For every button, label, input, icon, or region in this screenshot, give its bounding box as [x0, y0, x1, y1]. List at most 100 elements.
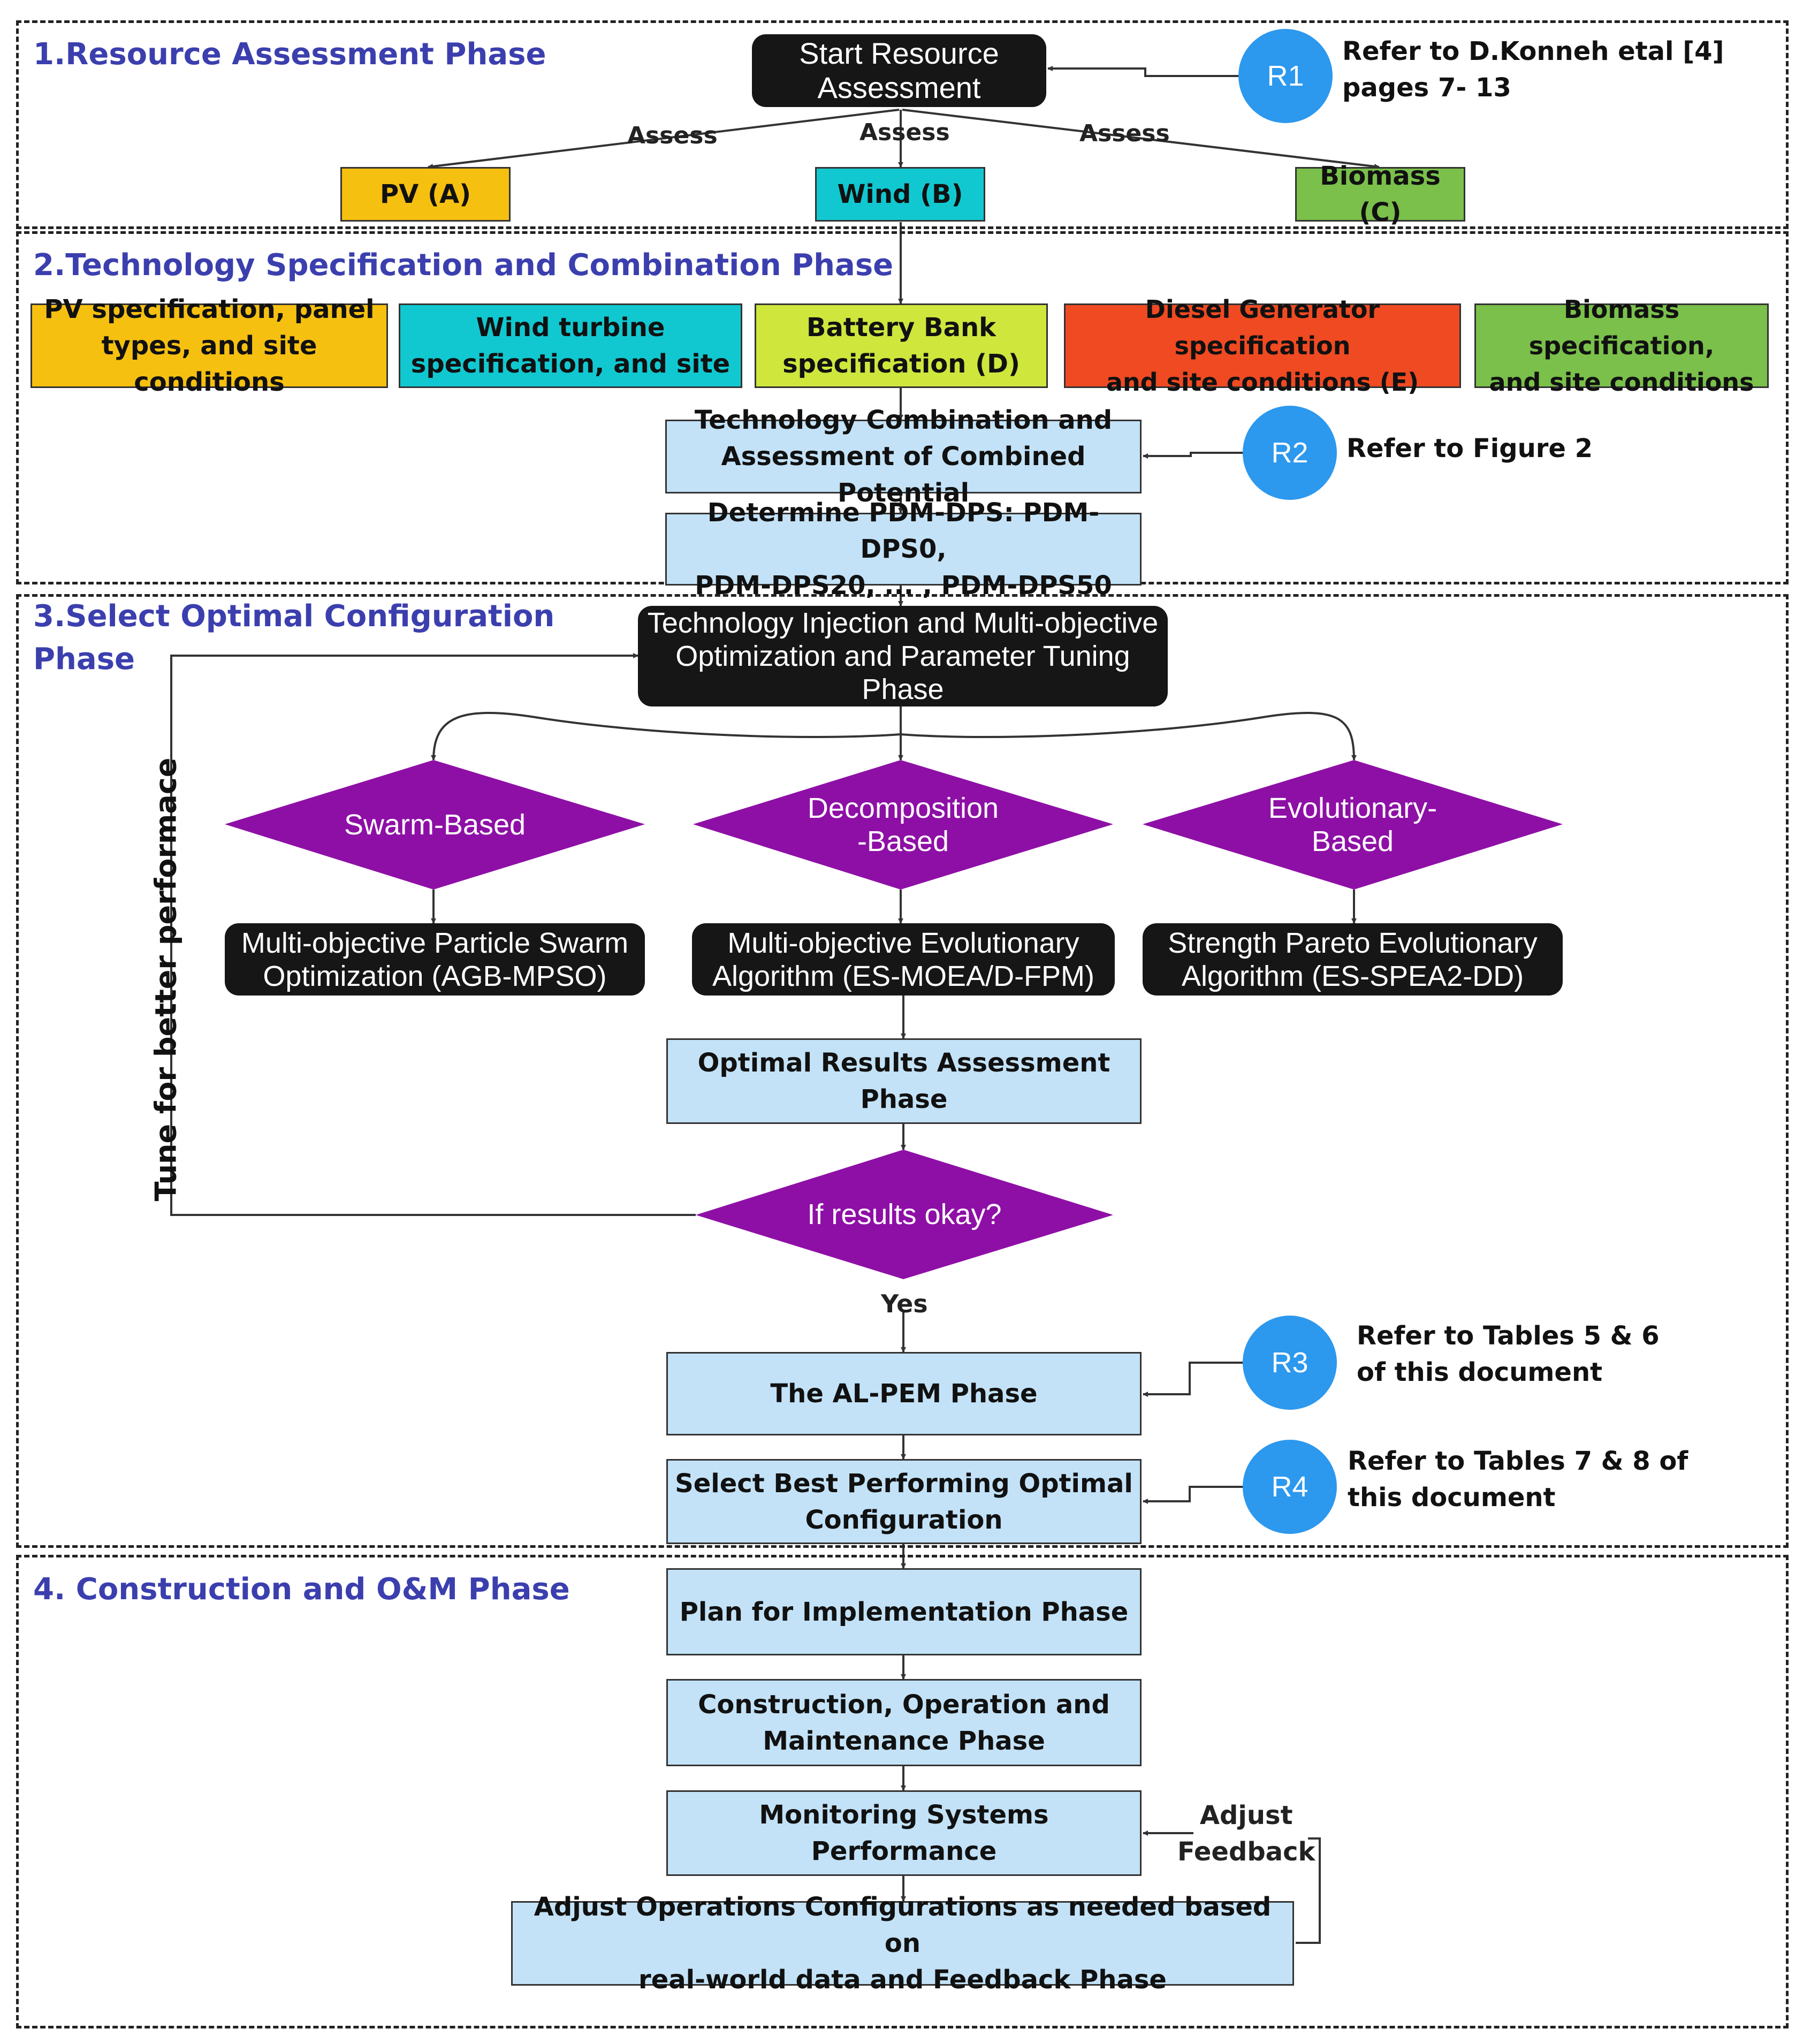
monitoring-performance-node: Monitoring Systems Performance — [666, 1790, 1142, 1876]
pdm-line1: Determine PDM-DPS: PDM-DPS0, — [707, 498, 1100, 564]
ref-r3-note: Refer to Tables 5 & 6 of this document — [1357, 1318, 1660, 1390]
feedback-line2: Feedback — [1177, 1837, 1315, 1867]
wind-spec-line2: specification, and site — [410, 349, 731, 379]
ref-r4-badge: R4 — [1243, 1440, 1337, 1534]
al-pem-node: The AL-PEM Phase — [666, 1352, 1142, 1435]
diesel-spec-line1: Diesel Generator specification — [1145, 295, 1380, 360]
arrow-r3-to-alpem — [1143, 1362, 1244, 1397]
biomass-node: Biomass (C) — [1295, 161, 1465, 227]
decision-diamond-shape — [696, 1150, 1113, 1279]
swarm-diamond-shape — [225, 760, 645, 890]
decomp-label: Decomposition-Based — [693, 760, 1113, 890]
spea-line2: Algorithm (ES-SPEA2-DD) — [1181, 960, 1524, 992]
assess-label-left: Assess — [627, 122, 718, 149]
wind-spec-line1: Wind turbine — [476, 313, 665, 343]
arrow-start-to-pv — [428, 109, 900, 169]
determine-pdm-dps-node: Determine PDM-DPS: PDM-DPS0, PDM-DPS20, .… — [665, 498, 1142, 601]
phase-3-title-line1: 3.Select Optimal Configuration — [33, 599, 555, 634]
phase-1-title: 1.Resource Assessment Phase — [33, 37, 546, 72]
decomp-line2: -Based — [857, 825, 949, 857]
arrow-injection-to-swarm — [431, 706, 902, 761]
select-line2: Configuration — [805, 1504, 1003, 1535]
diesel-spec-line2: and site conditions (E) — [1106, 368, 1419, 397]
injection-line2: Optimization and Parameter Tuning — [675, 640, 1130, 672]
phase-2-title: 2.Technology Specification and Combinati… — [33, 248, 894, 283]
select-line1: Select Best Performing Optimal — [675, 1468, 1133, 1499]
construction-line1: Construction, Operation and — [698, 1689, 1110, 1720]
ref-r3-badge: R3 — [1243, 1316, 1337, 1410]
moea-line2: Algorithm (ES-MOEA/D-FPM) — [712, 960, 1095, 992]
battery-spec-line1: Battery Bank — [806, 313, 996, 343]
decision-label: If results okay? — [807, 1198, 1002, 1230]
ref-r1-note: Refer to D.Konneh etal [4] pages 7- 13 — [1342, 33, 1724, 106]
ref-r2-badge: R2 — [1243, 406, 1337, 500]
pdm-line2: PDM-DPS20, ... , PDM-DPS50 — [695, 571, 1112, 601]
phase-4-container — [16, 1555, 1789, 2028]
evol-diamond-shape — [1143, 760, 1563, 890]
evol-line2: Based — [1311, 825, 1394, 857]
optimal-results-assessment-node: Optimal Results Assessment Phase — [666, 1038, 1142, 1124]
phase-3-title-line2: Phase — [33, 642, 135, 677]
r1-line1: Refer to D.Konneh etal [4] — [1342, 36, 1724, 66]
r4-line1: Refer to Tables 7 & 8 of — [1348, 1446, 1688, 1476]
tune-label: Tune for better performace — [149, 757, 183, 1202]
biomass-spec-node: Biomass specification, and site condition… — [1474, 295, 1769, 397]
tune-label-wrapper: Tune for better performace — [144, 758, 187, 1202]
arrow-start-to-biomass — [902, 109, 1380, 169]
r3-line2: of this document — [1357, 1357, 1603, 1387]
mpso-line1: Multi-objective Particle Swarm — [241, 926, 629, 959]
feedback-label: Adjust Feedback — [1177, 1797, 1315, 1870]
biomass-spec-line2: and site conditions — [1489, 368, 1754, 397]
wind-spec-node: Wind turbine specification, and site — [399, 303, 742, 388]
start-line2: Assessment — [817, 71, 981, 104]
phase-4-title: 4. Construction and O&M Phase — [33, 1572, 570, 1607]
arrow-r1-to-start — [1047, 66, 1241, 77]
plan-implementation-node: Plan for Implementation Phase — [666, 1568, 1142, 1655]
phase-1-container — [16, 20, 1789, 229]
yes-label: Yes — [881, 1289, 928, 1318]
evolutionary-based-decision: Evolutionary-Based — [1143, 760, 1563, 890]
assess-label-right: Assess — [1079, 120, 1170, 147]
injection-line3: Phase — [862, 673, 944, 705]
start-line1: Start Resource — [799, 36, 999, 70]
injection-line1: Technology Injection and Multi-objective — [647, 607, 1159, 639]
adjust-line2: real-world data and Feedback Phase — [638, 1965, 1167, 1995]
arrow-tune-loop — [170, 653, 696, 1216]
decomp-diamond-shape — [693, 760, 1113, 890]
arrow-injection-to-evol — [900, 711, 1357, 761]
wind-node: Wind (B) — [815, 167, 985, 222]
ref-r1-badge: R1 — [1238, 29, 1333, 123]
battery-spec-node: Battery Bank specification (D) — [755, 303, 1048, 388]
results-okay-decision: If results okay? — [696, 1150, 1113, 1279]
arrow-r4-to-select — [1143, 1486, 1247, 1504]
ref-r2-note: Refer to Figure 2 — [1346, 434, 1593, 463]
swarm-based-decision: Swarm-Based — [225, 760, 645, 890]
r3-line1: Refer to Tables 5 & 6 — [1357, 1321, 1660, 1351]
r1-line2: pages 7- 13 — [1342, 73, 1511, 103]
technology-injection-node: Technology Injection and Multi-objective… — [638, 606, 1168, 706]
phase-3-container — [16, 594, 1789, 1548]
spea-line1: Strength Pareto Evolutionary — [1168, 926, 1538, 959]
decomp-line1: Decomposition — [807, 792, 999, 824]
pv-node: PV (A) — [340, 167, 511, 222]
evol-label: Evolutionary-Based — [1143, 760, 1563, 890]
mpso-line2: Optimization (AGB-MPSO) — [263, 960, 607, 992]
combination-line2: Assessment of Combined Potential — [721, 442, 1086, 508]
assess-label-middle: Assess — [859, 119, 950, 146]
pv-spec-line2: types, and site conditions — [101, 331, 317, 397]
feedback-line1: Adjust — [1199, 1800, 1293, 1830]
evol-line1: Evolutionary- — [1268, 792, 1437, 824]
moea-line1: Multi-objective Evolutionary — [727, 926, 1079, 959]
adjust-operations-node: Adjust Operations Configurations as need… — [511, 1892, 1294, 1995]
battery-spec-line2: specification (D) — [782, 349, 1020, 379]
biomass-spec-line1: Biomass specification, — [1528, 295, 1715, 360]
diesel-spec-node: Diesel Generator specification and site c… — [1064, 295, 1461, 397]
arrow-feedback-loop — [1143, 1833, 1321, 1944]
